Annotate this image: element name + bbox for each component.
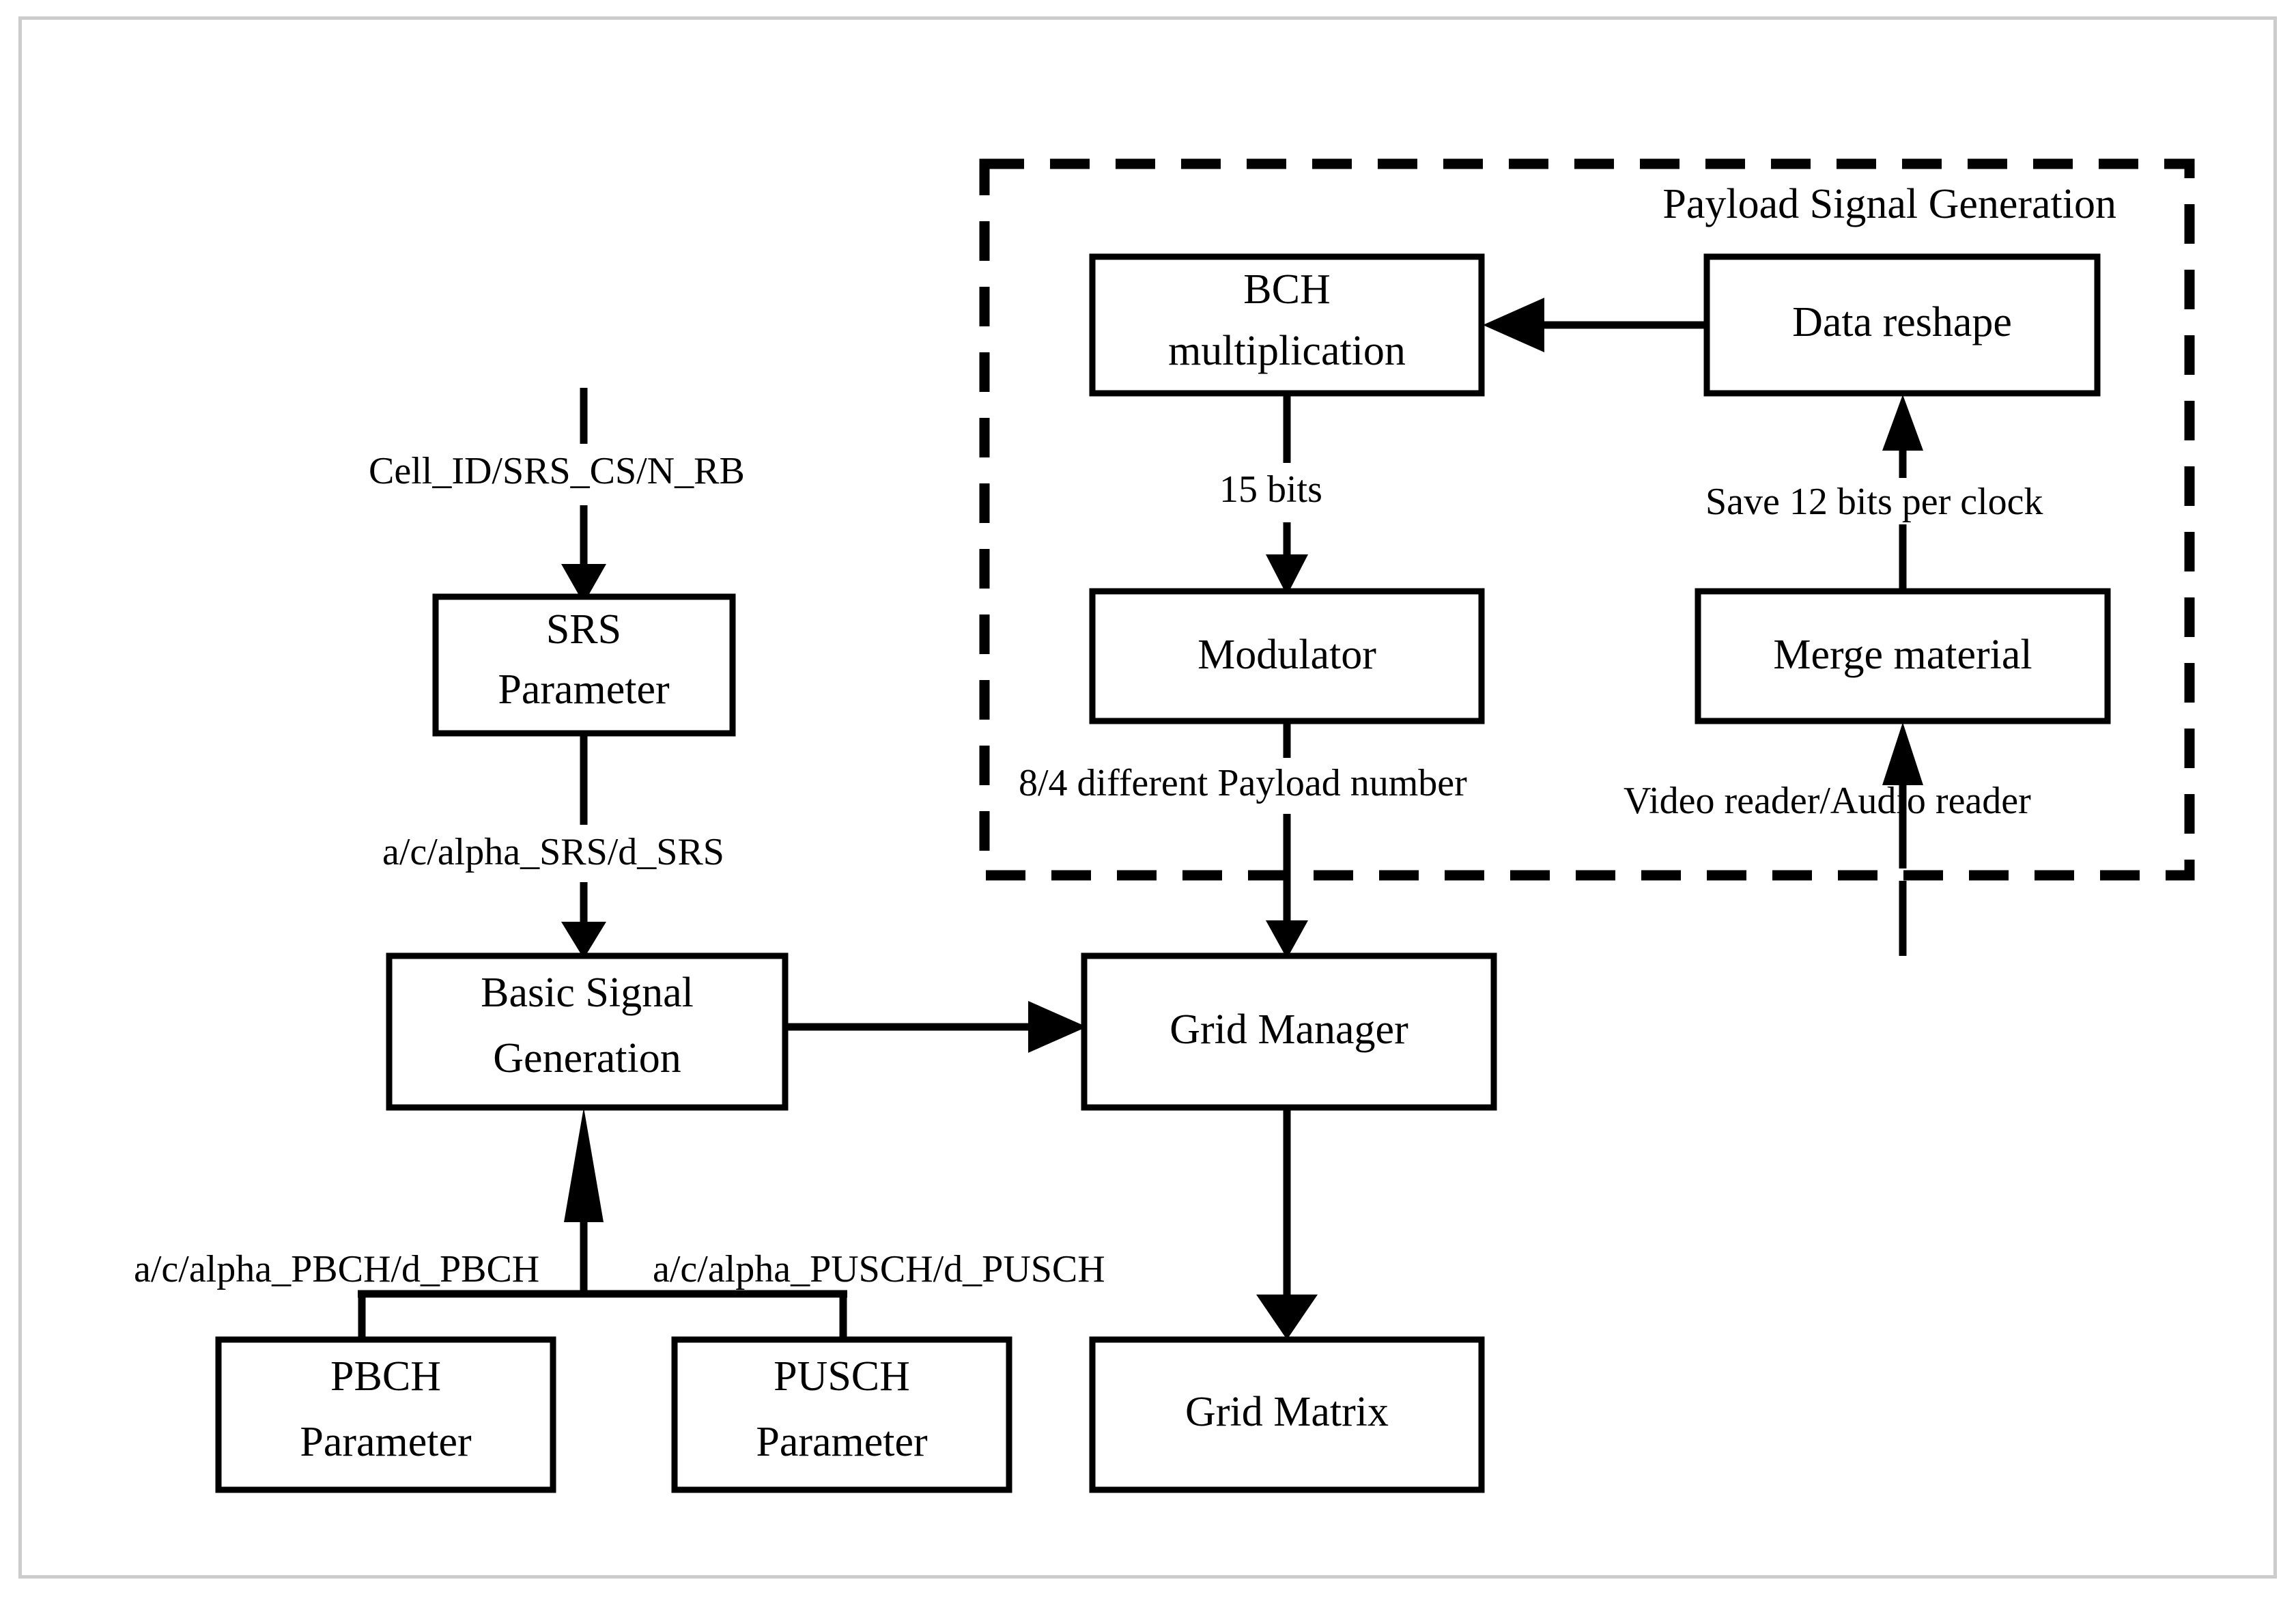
merge-material-label: Merge material bbox=[1773, 632, 2032, 678]
block-grid-manager[interactable]: Grid Manager bbox=[1081, 952, 1497, 1111]
block-pusch-parameter[interactable]: PUSCH Parameter bbox=[671, 1336, 1012, 1493]
connection-source-to-merge-material bbox=[1882, 722, 1923, 956]
srs-parameter-label-line2: Parameter bbox=[498, 666, 670, 713]
pbch-parameter-label-line1: PBCH bbox=[330, 1353, 441, 1400]
connection-modulator-to-grid-manager bbox=[1266, 721, 1308, 959]
block-merge-material[interactable]: Merge material bbox=[1695, 588, 2111, 724]
block-pbch-parameter[interactable]: PBCH Parameter bbox=[215, 1336, 556, 1493]
data-reshape-box[interactable] bbox=[1703, 253, 2101, 397]
edge-label-ac-alpha-srs-d-srs: a/c/alpha_SRS/d_SRS bbox=[382, 831, 724, 873]
group-label-payload-signal-generation: Payload Signal Generation bbox=[1662, 181, 2116, 227]
basic-signal-generation-box[interactable] bbox=[386, 952, 789, 1111]
pusch-parameter-box[interactable] bbox=[671, 1336, 1012, 1493]
connection-data-reshape-to-bch-multiplication bbox=[1483, 298, 1707, 352]
data-reshape-label: Data reshape bbox=[1792, 299, 2012, 345]
block-bch-multiplication[interactable]: BCH multiplication bbox=[1089, 253, 1485, 397]
grid-matrix-box[interactable] bbox=[1089, 1336, 1485, 1493]
connection-grid-manager-to-grid-matrix bbox=[1256, 1107, 1318, 1340]
pusch-parameter-label-line1: PUSCH bbox=[774, 1353, 910, 1400]
connection-basic-signal-generation-to-grid-manager bbox=[785, 1001, 1087, 1053]
group-dashed-border bbox=[979, 158, 2195, 881]
grid-manager-label: Grid Manager bbox=[1170, 1006, 1408, 1053]
block-basic-signal-generation[interactable]: Basic Signal Generation bbox=[386, 952, 789, 1111]
block-srs-parameter[interactable]: SRS Parameter bbox=[432, 593, 736, 737]
block-grid-matrix[interactable]: Grid Matrix bbox=[1089, 1336, 1485, 1493]
bch-multiplication-box[interactable] bbox=[1089, 253, 1485, 397]
edge-label-ac-alpha-pbch-d-pbch: a/c/alpha_PBCH/d_PBCH bbox=[134, 1248, 539, 1290]
srs-parameter-label-line1: SRS bbox=[546, 606, 621, 653]
edge-label-cell-id-srs-cs-n-rb: Cell_ID/SRS_CS/N_RB bbox=[369, 450, 745, 492]
pbch-parameter-label-line2: Parameter bbox=[300, 1419, 472, 1465]
edge-label-save-12-bits-per-clock: Save 12 bits per clock bbox=[1705, 481, 2043, 523]
merge-material-box[interactable] bbox=[1695, 588, 2111, 724]
block-modulator[interactable]: Modulator bbox=[1089, 588, 1485, 724]
basic-signal-generation-label-line2: Generation bbox=[493, 1035, 681, 1082]
pbch-parameter-box[interactable] bbox=[215, 1336, 556, 1493]
bch-multiplication-label-line1: BCH bbox=[1243, 266, 1330, 313]
modulator-label: Modulator bbox=[1197, 632, 1376, 678]
connection-merge-material-to-data-reshape bbox=[1882, 395, 1923, 591]
srs-parameter-box[interactable] bbox=[432, 593, 736, 737]
modulator-box[interactable] bbox=[1089, 588, 1485, 724]
edge-label-15-bits: 15 bits bbox=[1219, 468, 1322, 511]
connection-bch-multiplication-to-modulator bbox=[1266, 393, 1308, 595]
edge-label-video-reader-audio-reader: Video reader/Audio reader bbox=[1624, 780, 2031, 822]
basic-signal-generation-label-line1: Basic Signal bbox=[481, 970, 694, 1016]
bch-multiplication-label-line2: multiplication bbox=[1168, 328, 1406, 374]
grid-matrix-label: Grid Matrix bbox=[1185, 1389, 1389, 1435]
edge-label-payload-number: 8/4 different Payload number bbox=[1019, 762, 1467, 804]
connection-parameters-to-basic-signal-generation bbox=[358, 1107, 847, 1340]
connection-srs-parameter-to-basic-signal-generation bbox=[561, 733, 606, 959]
connection-input-to-srs-parameter bbox=[561, 388, 606, 604]
block-data-reshape[interactable]: Data reshape bbox=[1703, 253, 2101, 397]
group-payload-signal-generation: Payload Signal Generation bbox=[979, 158, 2195, 881]
edge-label-ac-alpha-pusch-d-pusch: a/c/alpha_PUSCH/d_PUSCH bbox=[653, 1248, 1105, 1290]
grid-manager-box[interactable] bbox=[1081, 952, 1497, 1111]
pusch-parameter-label-line2: Parameter bbox=[756, 1419, 928, 1465]
